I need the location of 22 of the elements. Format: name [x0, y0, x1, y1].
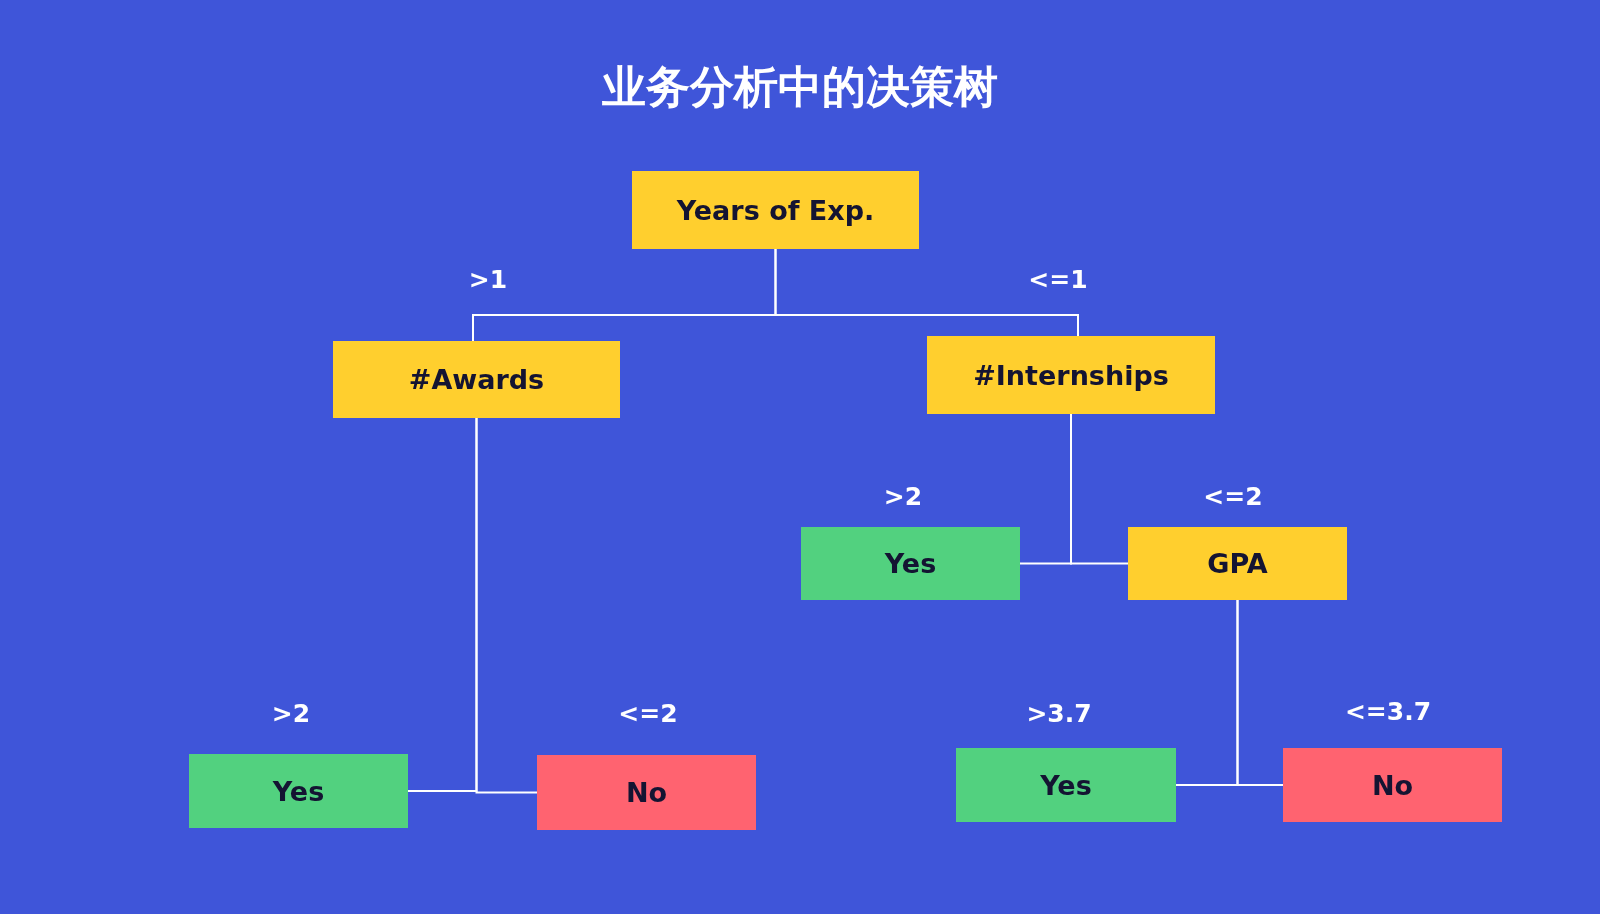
leaf-box: No	[537, 755, 756, 830]
leaf-box: Yes	[801, 527, 1020, 600]
leaf-box: No	[1283, 748, 1502, 822]
edge-label: >2	[883, 481, 923, 511]
connector-line	[1070, 413, 1129, 565]
edge-label: <=2	[618, 698, 678, 728]
leaf-box: Yes	[189, 754, 408, 828]
edge-label: <=1	[1028, 264, 1088, 294]
decision-box: #Awards	[333, 341, 620, 418]
title: 业务分析中的决策树	[601, 60, 999, 114]
edge-label: <=2	[1203, 481, 1263, 511]
edge-label: >1	[468, 264, 508, 294]
decision-box: #Internships	[927, 336, 1215, 414]
edge-label: >2	[271, 698, 311, 728]
edge-label: >3.7	[1026, 698, 1092, 728]
connector-line	[1236, 599, 1284, 786]
connector-line	[475, 417, 538, 794]
decision-box: GPA	[1128, 527, 1347, 600]
decision-box: Years of Exp.	[632, 171, 919, 249]
connector-line	[774, 248, 1079, 337]
leaf-box: Yes	[956, 748, 1176, 822]
edge-label: <=3.7	[1344, 696, 1432, 726]
